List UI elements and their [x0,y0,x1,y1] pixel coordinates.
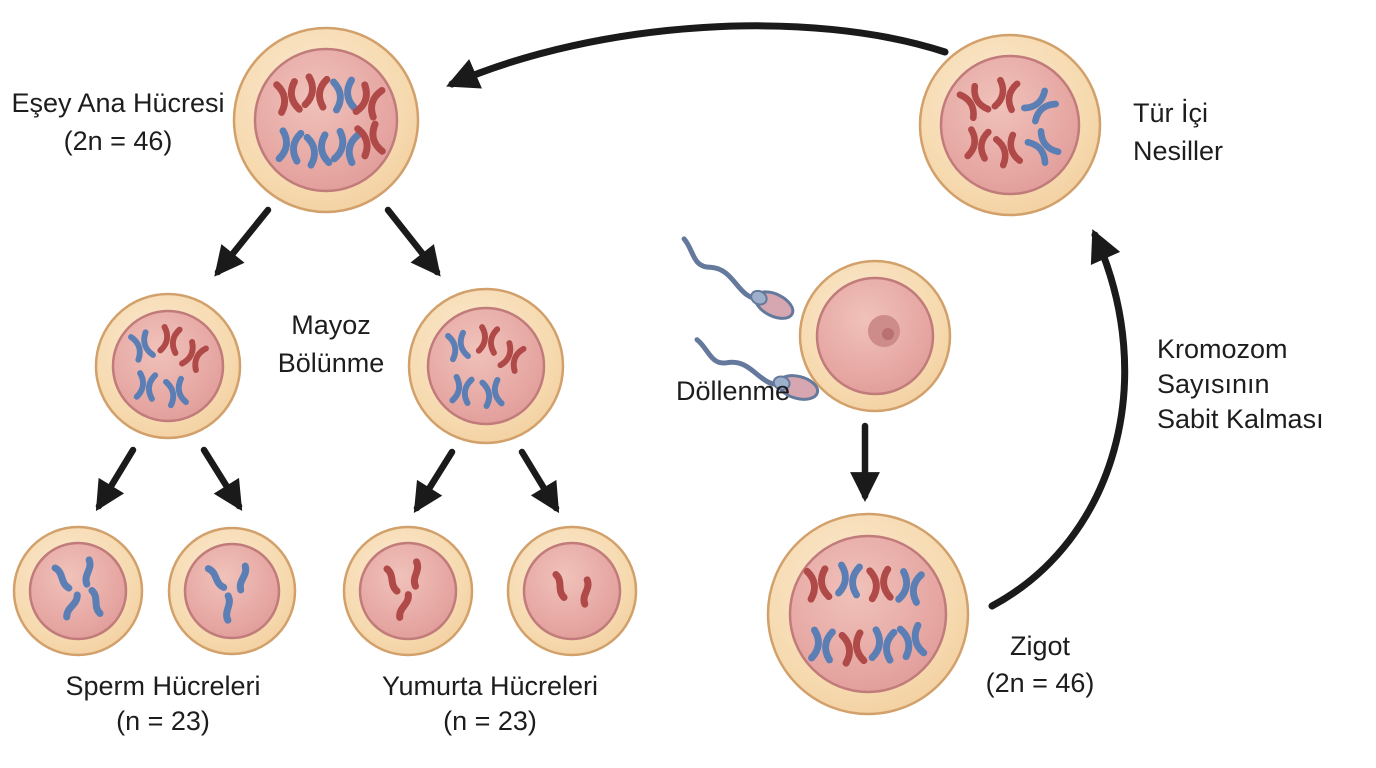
germ-cell-label: Eşey Ana Hücresi [11,88,224,118]
constancy-label-line2: Sayısının [1157,369,1270,399]
arrow-to-egg-cell-2 [518,448,560,514]
labels: Eşey Ana Hücresi (2n = 46) Mayoz Bölünme… [11,88,1323,736]
fertilization-label: Döllenme [676,376,790,406]
arrow-to-sperm-cell-1 [95,446,137,512]
sperm-cell-1 [12,525,144,657]
arrow-zygote-to-generations [988,229,1129,610]
sperm-cells-ploidy: (n = 23) [116,706,210,736]
zygote-cell [766,512,970,716]
arrow-germ-to-right-meiocyte [384,206,441,277]
meiosis-label-line1: Mayoz [291,310,371,340]
meiosis-label-line2: Bölünme [278,348,385,378]
arrow-to-sperm-cell-2 [200,446,243,512]
constancy-label-line3: Sabit Kalması [1157,404,1324,434]
egg-cell-2 [506,525,638,657]
nucleolus [882,328,894,340]
arrow-generations-to-germ-cell [446,22,949,89]
sperm-icon-upper [671,239,801,324]
generations-label-line2: Nesiller [1133,136,1223,166]
germ-cell-ploidy: (2n = 46) [64,126,173,156]
arrow-to-egg-cell-1 [413,448,456,514]
egg-cells-label: Yumurta Hücreleri [382,671,598,701]
egg-cell-1 [342,525,474,657]
sperm-cells-label: Sperm Hücreleri [65,671,260,701]
generations-label-line1: Tür İçi [1133,97,1208,128]
arrow-germ-to-left-meiocyte [214,206,272,277]
zygote-ploidy: (2n = 46) [986,668,1095,698]
zygote-label: Zigot [1010,631,1071,661]
meiocyte-left-cell [94,292,242,440]
constancy-label-line1: Kromozom [1157,334,1288,364]
fertilization-egg-cell [798,259,952,413]
germ-mother-cell [232,26,420,214]
egg-cells-ploidy: (n = 23) [443,706,537,736]
meiocyte-right-cell [407,287,565,445]
sperm-cell-2 [167,526,297,656]
arrows [95,22,1129,610]
generations-cell [918,33,1102,217]
